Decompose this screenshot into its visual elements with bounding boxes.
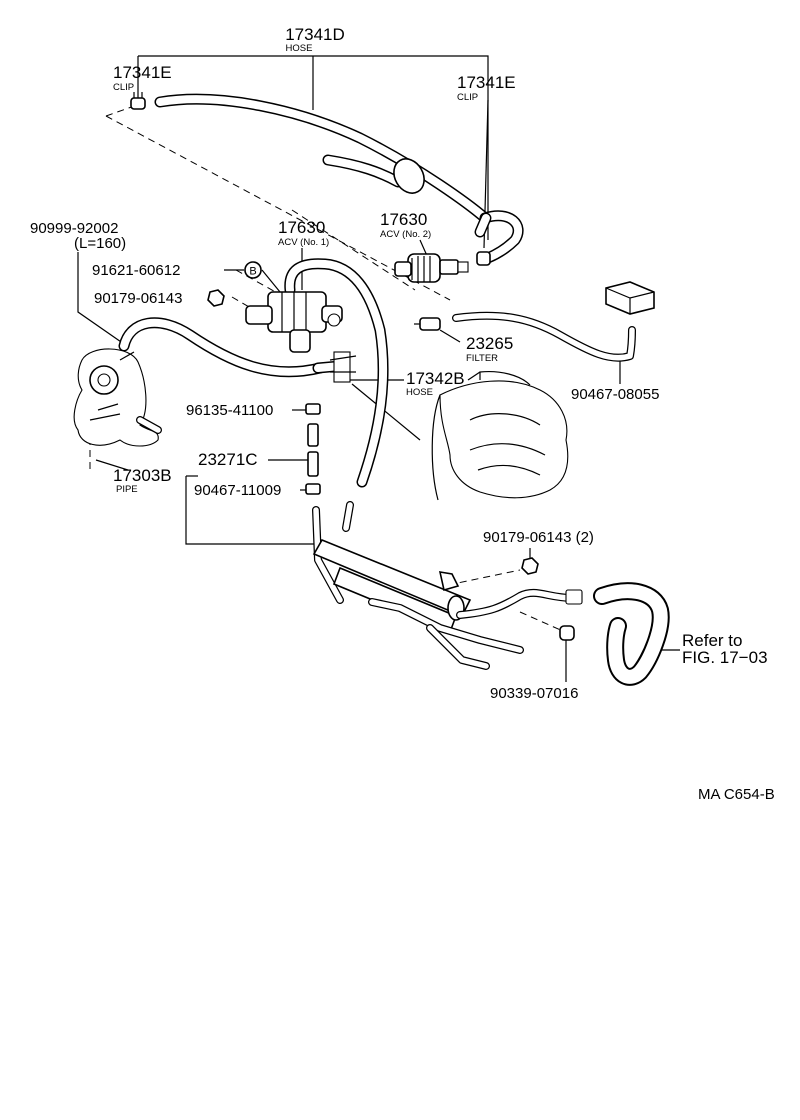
part-name-hose-17342b: HOSE	[406, 387, 433, 398]
label-acv1: 17630 ACV (No. 1)	[278, 218, 329, 248]
cap-90339-icon	[559, 625, 575, 641]
clamp-90467-11009-icon	[305, 483, 321, 495]
label-17342b: 17342B HOSE	[406, 369, 465, 398]
dashed-guide-lines	[89, 103, 566, 633]
part-name-clip-left: CLIP	[113, 82, 134, 93]
acv-no2-drawing	[394, 253, 469, 283]
hose-17341d-drawing	[154, 93, 524, 264]
label-clip-right: 17341E CLIP	[457, 73, 516, 103]
label-clip-left: 17341E CLIP	[113, 63, 172, 93]
part-name-filter: FILTER	[466, 353, 498, 364]
part-number-acv1: 17630	[278, 218, 325, 237]
part-number-clip-left: 17341E	[113, 63, 172, 82]
bolt-b-marker: B	[244, 261, 262, 279]
engine-outline	[431, 370, 569, 501]
clip-right-icon	[476, 251, 491, 266]
part-name-pipe: PIPE	[116, 484, 138, 495]
part-name-acv2: ACV (No. 2)	[380, 229, 431, 240]
part-number-17341d: 17341D	[285, 25, 345, 44]
part-name-clip-right: CLIP	[457, 92, 478, 103]
hose-90467-08055-drawing	[452, 281, 655, 362]
nut-90179-icon	[207, 289, 225, 307]
hose-23271c-upper-icon	[307, 423, 319, 447]
part-name-hose-top: HOSE	[286, 43, 313, 54]
figure-code: MA C654-B	[698, 786, 775, 803]
small-hose-assembly	[305, 403, 321, 495]
label-acv2: 17630 ACV (No. 2)	[380, 210, 431, 240]
reference-hose-drawing	[593, 582, 670, 686]
part-number-90179-a: 90179-06143	[94, 290, 182, 307]
clip-left-icon	[130, 92, 146, 110]
part-number-17342b: 17342B	[406, 369, 465, 388]
label-filter: 23265 FILTER	[466, 334, 513, 364]
part-number-90999: 90999-92002	[30, 220, 118, 237]
label-17303b: 17303B PIPE	[113, 466, 172, 495]
label-90999: 90999-92002 (L=160)	[30, 220, 126, 252]
refer-line-2: FIG. 17−03	[682, 648, 768, 667]
hose-17342b-drawing	[312, 351, 357, 383]
part-note-length: (L=160)	[74, 235, 126, 252]
acv-no1-drawing	[245, 258, 389, 488]
part-number-91621: 91621-60612	[92, 262, 180, 279]
pipe-90999-drawing	[118, 317, 326, 378]
part-number-90467-08055: 90467-08055	[571, 386, 659, 403]
label-17341d: 17341D HOSE	[285, 25, 345, 54]
part-number-90179-b: 90179-06143 (2)	[483, 529, 594, 546]
part-number-23265: 23265	[466, 334, 513, 353]
label-refer: Refer to FIG. 17−03	[682, 631, 768, 667]
part-number-17303b: 17303B	[113, 466, 172, 485]
part-number-96135: 96135-41100	[186, 402, 273, 419]
refer-line-1: Refer to	[682, 631, 742, 650]
part-number-clip-right: 17341E	[457, 73, 516, 92]
part-number-90467-11009: 90467-11009	[194, 482, 281, 499]
part-name-acv1: ACV (No. 1)	[278, 237, 329, 248]
part-number-90339: 90339-07016	[490, 685, 578, 702]
part-number-23271c: 23271C	[198, 450, 258, 469]
fuel-rail-drawing	[312, 501, 583, 670]
hose-23271c-lower-icon	[307, 451, 319, 477]
bolt-marker-letter: B	[249, 266, 256, 278]
nut-90179-2-icon	[521, 557, 539, 575]
vacuum-tank-17303b-drawing	[73, 348, 162, 447]
clamp-96135-icon	[305, 403, 321, 415]
filter-23265-drawing	[414, 317, 441, 331]
part-number-acv2: 17630	[380, 210, 427, 229]
